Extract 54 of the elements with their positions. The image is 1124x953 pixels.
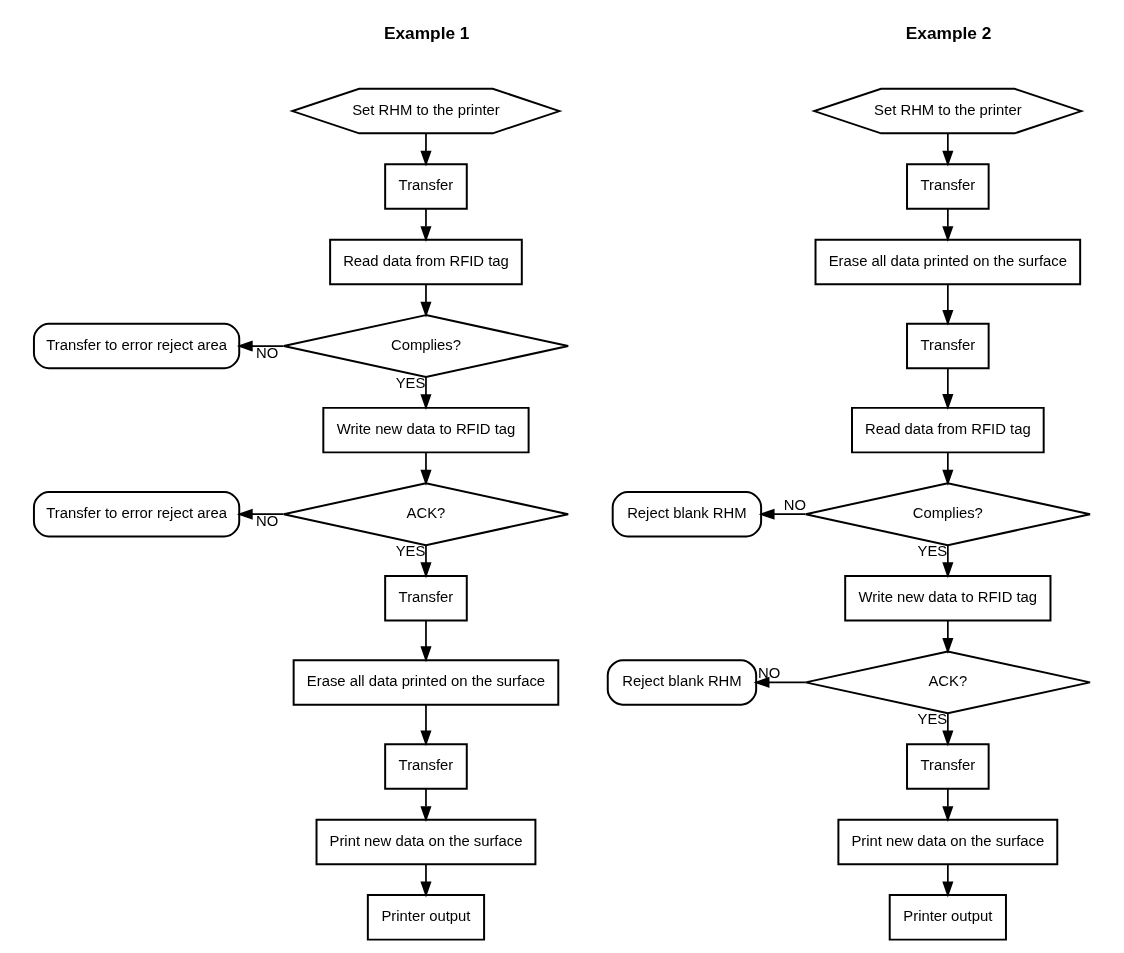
arrow — [942, 863, 954, 898]
node-box: Read data from RFID tag — [851, 406, 1045, 454]
node-box: Print new data on the surface — [315, 818, 537, 866]
node-box: Transfer — [384, 163, 468, 210]
node-diamond: ACK? — [282, 482, 570, 547]
arrow — [942, 451, 954, 486]
label: Example 1 — [383, 22, 470, 43]
node-box: Transfer to error reject area — [32, 322, 241, 370]
arrow — [942, 712, 954, 747]
node-box: Transfer — [384, 743, 468, 790]
arrow — [942, 544, 954, 579]
edge-label: NO — [758, 665, 781, 682]
node-box: Write new data to RFID tag — [844, 575, 1052, 622]
node-box: Reject blank RHM — [611, 490, 763, 538]
arrow — [420, 620, 432, 663]
arrow — [942, 367, 954, 410]
arrow — [420, 704, 432, 747]
arrow — [236, 340, 285, 352]
node-box: Printer output — [888, 894, 1007, 941]
node-box: Transfer to error reject area — [32, 490, 241, 538]
node-box: Printer output — [366, 894, 486, 941]
node-box: Transfer — [384, 575, 468, 622]
arrow — [236, 508, 285, 520]
arrow — [420, 544, 432, 579]
arrow — [420, 376, 432, 410]
node-box: Reject blank RHM — [606, 659, 758, 706]
edge-label: NO — [783, 497, 806, 514]
arrow — [942, 283, 954, 326]
node-box: Transfer — [906, 163, 990, 210]
arrow — [420, 208, 432, 242]
arrow — [420, 132, 432, 167]
label: Example 2 — [905, 22, 992, 43]
node-box: Write new data to RFID tag — [322, 406, 530, 454]
node-box: Read data from RFID tag — [329, 238, 523, 286]
arrow — [420, 451, 432, 486]
node-box: Erase all data printed on the surface — [292, 659, 560, 706]
node-diamond: ACK? — [804, 650, 1092, 715]
arrow — [753, 676, 807, 688]
arrow — [758, 508, 807, 520]
arrow — [942, 208, 954, 242]
arrow — [420, 863, 432, 898]
node-box: Print new data on the surface — [837, 818, 1059, 866]
edge-label: YES — [395, 375, 426, 391]
arrow — [942, 620, 954, 654]
arrow — [420, 283, 432, 318]
node-box: Transfer — [906, 322, 990, 370]
edge-label: NO — [256, 513, 279, 530]
node-box: Erase all data printed on the surface — [814, 238, 1082, 286]
arrow — [942, 132, 954, 167]
node-box: Transfer — [906, 743, 990, 790]
node-diamond: Complies? — [282, 314, 570, 378]
arrow — [420, 787, 432, 822]
arrow — [942, 787, 954, 822]
edge-label: NO — [256, 344, 279, 361]
